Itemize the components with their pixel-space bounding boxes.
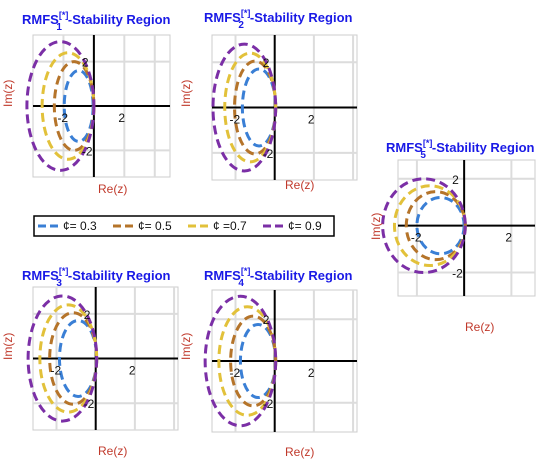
panel-title-3: RMFS[*] 3 -Stability Region	[22, 266, 171, 289]
y-tick-label: -2	[263, 397, 274, 411]
y-axis-label: Im(z)	[369, 213, 383, 240]
y-tick-label: 2	[263, 56, 270, 70]
panel-3: -2 2 -2 2Re(z) Im(z)	[1, 286, 179, 458]
panel-4: -2 2 -2 2Re(z) Im(z)	[179, 289, 358, 459]
y-tick-label: 2	[84, 308, 91, 322]
y-axis-label: Im(z)	[179, 333, 193, 360]
y-tick-label: -2	[84, 397, 95, 411]
title-base: RMFS	[204, 10, 241, 25]
x-tick-label: 2	[308, 366, 315, 380]
y-tick-label: -2	[82, 144, 93, 158]
title-suffix: -Stability Region	[250, 10, 353, 25]
title-subscript: 4	[238, 278, 244, 289]
x-tick-label: -2	[230, 113, 241, 127]
y-tick-label: 2	[82, 56, 89, 70]
title-subscript: 1	[56, 22, 62, 33]
y-tick-label: 2	[263, 313, 270, 327]
y-axis-label: Im(z)	[179, 80, 193, 107]
title-suffix: -Stability Region	[250, 268, 353, 283]
title-base: RMFS	[386, 140, 423, 155]
x-tick-label: -2	[51, 364, 62, 378]
title-subscript: 5	[420, 150, 426, 161]
legend-label: ¢= 0.3	[63, 219, 97, 233]
title-superscript: [*]	[423, 138, 433, 148]
panel-2: -2 2 -2 2Re(z) Im(z)	[179, 34, 358, 192]
x-tick-label: 2	[129, 364, 136, 378]
legend-box	[33, 215, 335, 237]
y-tick-label: 2	[452, 173, 459, 187]
title-suffix: -Stability Region	[68, 12, 171, 27]
title-base: RMFS	[22, 12, 59, 27]
region-boundary	[203, 294, 278, 428]
y-axis-label: Im(z)	[1, 80, 15, 107]
title-base: RMFS	[204, 268, 241, 283]
region-boundary	[211, 42, 278, 173]
x-axis-label: Re(z)	[98, 444, 127, 458]
legend-label: ¢= 0.5	[138, 219, 172, 233]
x-tick-label: -2	[230, 366, 241, 380]
x-axis-label: Re(z)	[285, 445, 314, 459]
region-boundary	[26, 294, 99, 423]
title-superscript: [*]	[241, 8, 251, 18]
x-tick-label: 2	[505, 231, 512, 245]
title-base: RMFS	[22, 268, 59, 283]
panel-title-1: RMFS[*] 1 -Stability Region	[22, 10, 171, 33]
x-tick-label: 2	[118, 111, 125, 125]
region-boundary	[25, 40, 96, 172]
panel-title-5: RMFS[*] 5 -Stability Region	[386, 138, 535, 161]
x-tick-label: -2	[411, 231, 422, 245]
title-suffix: -Stability Region	[432, 140, 535, 155]
title-superscript: [*]	[59, 10, 69, 20]
legend-label: ¢= 0.9	[288, 219, 322, 233]
x-tick-label: -2	[57, 111, 68, 125]
x-axis-label: Re(z)	[465, 320, 494, 334]
y-tick-label: -2	[263, 147, 274, 161]
panel-5: -2 2 -2 2Re(z) Im(z)	[369, 159, 536, 334]
y-axis-label: Im(z)	[1, 333, 15, 360]
title-suffix: -Stability Region	[68, 268, 171, 283]
panel-title-2: RMFS[*] 2 -Stability Region	[204, 8, 353, 31]
legend: ¢= 0.3 ¢= 0.5 ¢ =0.7 ¢= 0.9	[33, 215, 335, 237]
x-axis-label: Re(z)	[285, 178, 314, 192]
title-subscript: 3	[56, 278, 62, 289]
panel-title-4: RMFS[*] 4 -Stability Region	[204, 266, 353, 289]
region-boundary	[392, 184, 467, 268]
y-tick-label: -2	[452, 267, 463, 281]
title-superscript: [*]	[241, 266, 251, 276]
panel-1: -2 2 -2 2Re(z) Im(z)	[1, 34, 171, 196]
title-subscript: 2	[238, 20, 244, 31]
x-tick-label: 2	[308, 113, 315, 127]
x-axis-label: Re(z)	[98, 182, 127, 196]
legend-label: ¢ =0.7	[213, 219, 247, 233]
title-superscript: [*]	[59, 266, 69, 276]
